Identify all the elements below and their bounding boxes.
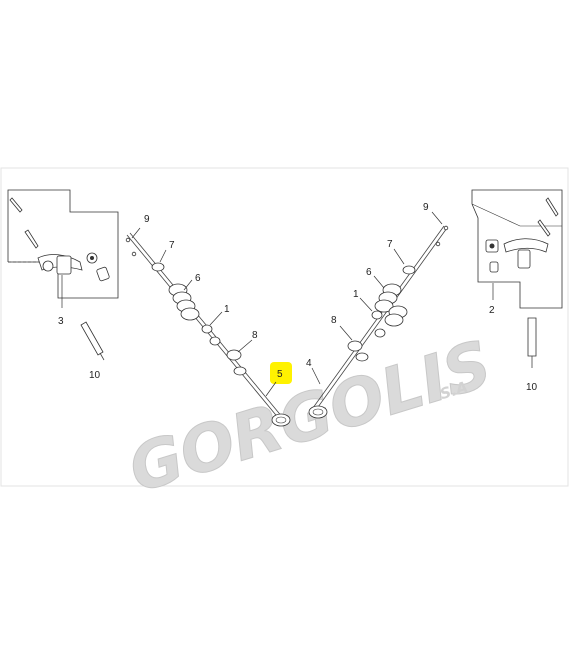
adjust-screw bbox=[537, 219, 551, 237]
intake-valve-head bbox=[271, 413, 291, 427]
callout-3: 3 bbox=[58, 316, 64, 327]
valve-spring bbox=[374, 283, 408, 327]
right-rocker-assembly: 2 10 bbox=[471, 189, 563, 393]
watermark-text: GORGOLIS bbox=[121, 328, 500, 508]
callout-8-exhaust: 8 bbox=[331, 315, 337, 326]
callout-1-intake: 1 bbox=[224, 304, 230, 315]
callout-1-exhaust: 1 bbox=[353, 289, 359, 300]
rocker-shaft-block bbox=[56, 255, 72, 275]
exhaust-valve-head bbox=[308, 405, 328, 419]
adjust-screw bbox=[24, 229, 39, 249]
rocker-shaft-block bbox=[517, 249, 531, 269]
callout-9-intake: 9 bbox=[144, 214, 150, 225]
callout-6-intake: 6 bbox=[195, 273, 201, 284]
right-cover-outline bbox=[471, 189, 563, 309]
rocker-pin bbox=[80, 321, 104, 356]
stem-seal bbox=[371, 310, 383, 320]
adjust-screw bbox=[545, 197, 559, 217]
intake-valve-stack: 9 7 6 1 8 5 bbox=[125, 214, 292, 427]
drawing-frame bbox=[0, 167, 569, 487]
callout-7-exhaust: 7 bbox=[387, 239, 393, 250]
highlight-5 bbox=[270, 362, 292, 384]
callout-8-intake: 8 bbox=[252, 330, 258, 341]
callout-2: 2 bbox=[489, 305, 495, 316]
exhaust-valve-stack: 9 7 6 1 8 4 bbox=[306, 202, 449, 419]
spring-seat bbox=[226, 349, 242, 361]
stem-seal bbox=[201, 324, 213, 334]
valve-spring bbox=[168, 283, 200, 321]
callout-9-exhaust: 9 bbox=[423, 202, 429, 213]
exhaust-axis bbox=[312, 227, 448, 415]
left-cover-outline bbox=[7, 189, 119, 299]
callout-7-intake: 7 bbox=[169, 240, 175, 251]
callout-4-exhaust: 4 bbox=[306, 358, 312, 369]
left-rocker-assembly: 3 10 bbox=[7, 189, 119, 381]
rocker-pin bbox=[527, 317, 537, 357]
watermark: GORGOLIS S.A bbox=[120, 327, 500, 508]
rocker-arm bbox=[503, 238, 549, 253]
valve-retainer bbox=[151, 262, 165, 272]
callout-10-left: 10 bbox=[89, 370, 101, 381]
spring-seat bbox=[347, 340, 363, 352]
callout-6-exhaust: 6 bbox=[366, 267, 372, 278]
adjust-screw bbox=[9, 197, 23, 213]
valve-retainer bbox=[402, 265, 416, 275]
callout-10-right: 10 bbox=[526, 382, 538, 393]
callout-5-intake: 5 bbox=[277, 369, 283, 380]
